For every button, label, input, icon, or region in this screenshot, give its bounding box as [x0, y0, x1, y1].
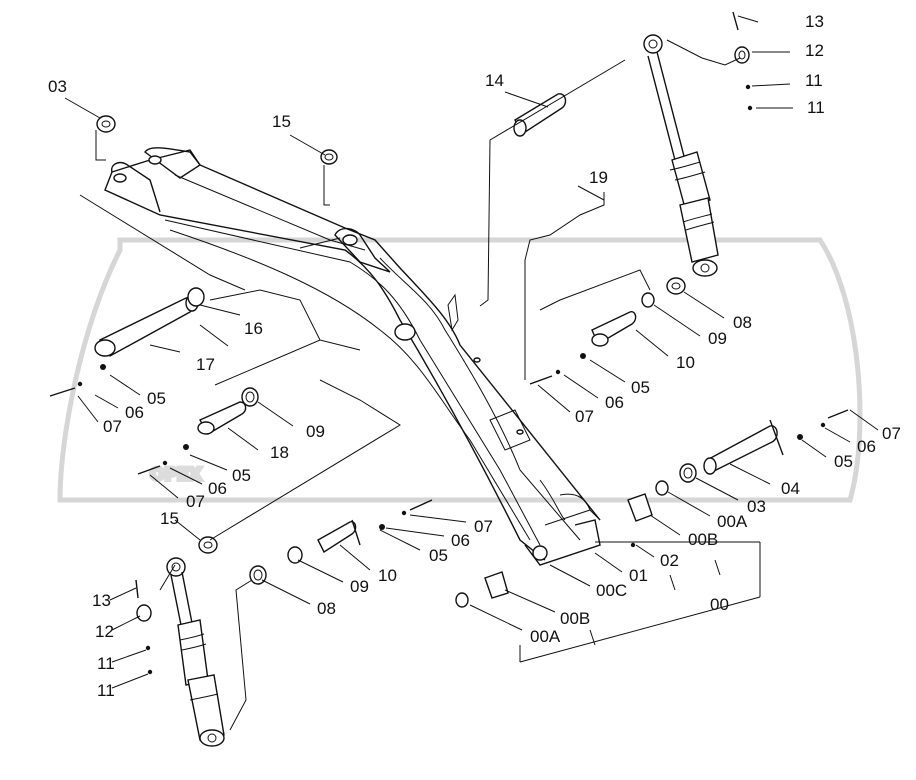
part-label-lbl-09-left: 09	[306, 422, 325, 441]
part-label-lbl-08-top: 08	[733, 313, 752, 332]
part-label-lbl-12-top: 12	[805, 41, 824, 60]
part-label-lbl-06-b: 06	[208, 479, 227, 498]
part-label-lbl-07-b: 07	[186, 492, 205, 511]
part-label-lbl-11-top-b: 11	[807, 98, 825, 117]
part-label-lbl-13-bottom: 13	[92, 591, 111, 610]
part-label-lbl-19: 19	[589, 168, 608, 187]
bolts	[49, 11, 849, 599]
part-label-lbl-00: 00	[710, 595, 729, 614]
part-label-lbl-00C: 00C	[596, 581, 627, 600]
part-label-lbl-07-e: 07	[474, 517, 493, 536]
washers	[96, 46, 750, 622]
part-label-lbl-00A-bottom: 00A	[530, 627, 561, 646]
part-label-lbl-07-a: 07	[103, 417, 122, 436]
part-label-lbl-05-b: 05	[232, 466, 251, 485]
part-label-lbl-13-top: 13	[805, 12, 824, 31]
part-label-lbl-11-bottom-b: 11	[97, 681, 115, 700]
part-label-lbl-05-a: 05	[147, 389, 166, 408]
part-label-lbl-03-top: 03	[48, 77, 67, 96]
part-label-lbl-10-top: 10	[676, 353, 695, 372]
part-label-lbl-10-bottom: 10	[378, 566, 397, 585]
part-label-lbl-06-a: 06	[125, 403, 144, 422]
part-label-lbl-09-bottom: 09	[350, 577, 369, 596]
opex-watermark: OPEX	[57, 237, 863, 503]
part-label-lbl-00A-right: 00A	[717, 512, 748, 531]
part-label-lbl-06-c: 06	[605, 393, 624, 412]
pin-04	[703, 419, 784, 475]
part-label-lbl-17: 17	[196, 355, 215, 374]
hardware-dots	[77, 84, 826, 675]
part-label-lbl-15-top: 15	[272, 112, 291, 131]
part-label-lbl-05-d: 05	[834, 452, 853, 471]
part-label-lbl-11-bottom-a: 11	[97, 654, 115, 673]
part-label-lbl-00B-right: 00B	[688, 530, 718, 549]
part-label-lbl-09-top: 09	[708, 329, 727, 348]
part-label-lbl-18: 18	[270, 443, 289, 462]
part-label-lbl-12-bottom: 12	[95, 622, 114, 641]
part-label-lbl-03-right: 03	[747, 497, 766, 516]
leader-lines	[64, 15, 879, 731]
boom-cylinder-top	[643, 34, 719, 277]
part-label-lbl-02: 02	[660, 551, 679, 570]
part-label-lbl-11-top-a: 11	[805, 71, 823, 90]
part-label-lbl-15-bottom: 15	[160, 509, 179, 528]
boom	[104, 147, 601, 566]
pin-10-top	[591, 311, 637, 347]
part-label-lbl-08-bottom: 08	[317, 599, 336, 618]
pin-18	[197, 401, 247, 435]
part-label-lbl-06-e: 06	[451, 531, 470, 550]
part-label-lbl-00B-bottom: 00B	[560, 609, 590, 628]
pin-10-bottom	[317, 519, 361, 554]
part-label-lbl-05-e: 05	[429, 546, 448, 565]
part-label-lbl-05-c: 05	[631, 378, 650, 397]
part-label-lbl-06-d: 06	[857, 437, 876, 456]
part-label-lbl-01: 01	[629, 566, 648, 585]
part-label-lbl-07-c: 07	[575, 407, 594, 426]
part-label-lbl-04: 04	[781, 479, 800, 498]
pin-17	[94, 294, 199, 357]
arm-cylinder-bottom	[166, 557, 225, 747]
part-label-lbl-16: 16	[244, 319, 263, 338]
part-label-lbl-07-d: 07	[882, 424, 901, 443]
assembly-bracket-00	[519, 541, 761, 663]
part-label-lbl-14: 14	[485, 71, 504, 90]
